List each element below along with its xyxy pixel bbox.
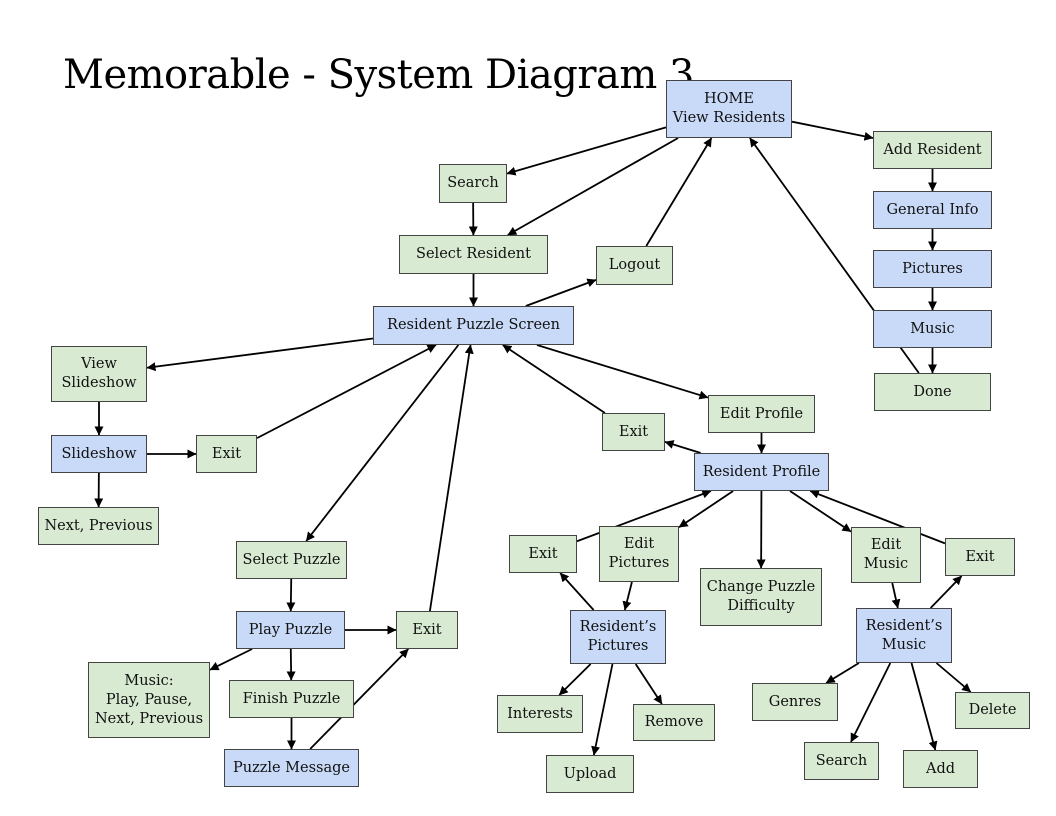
node-logout[interactable]: Logout [596, 246, 673, 285]
edge-residents-pictures-to-exit-pictures [559, 572, 595, 611]
node-finish-puzzle[interactable]: Finish Puzzle [229, 680, 354, 718]
edge-residents-music-to-genres [825, 662, 860, 684]
edge-edit-pictures-to-residents-pictures [622, 581, 633, 611]
node-search[interactable]: Search [439, 164, 507, 203]
edge-exit-profile-to-puzzle-screen [502, 344, 606, 414]
edge-home-to-add-resident [791, 120, 874, 141]
node-view-slideshow[interactable]: View Slideshow [51, 346, 147, 402]
node-resident-profile[interactable]: Resident Profile [694, 453, 829, 491]
node-exit-music[interactable]: Exit [945, 538, 1015, 576]
node-general-info[interactable]: General Info [873, 191, 992, 229]
node-search-music[interactable]: Search [804, 742, 879, 780]
node-remove[interactable]: Remove [633, 704, 715, 741]
edge-home-to-select-resident [507, 137, 679, 236]
node-delete[interactable]: Delete [955, 692, 1030, 729]
edge-home-to-search-top [506, 126, 667, 176]
edge-exit-music-to-resident-profile [809, 489, 946, 545]
node-exit-pictures[interactable]: Exit [509, 535, 577, 573]
edge-resident-profile-to-exit-profile [664, 440, 701, 454]
edge-residents-pictures-to-interests [558, 663, 592, 696]
edge-residents-music-to-exit-music [929, 575, 963, 609]
node-next-previous[interactable]: Next, Previous [38, 507, 159, 545]
edge-play-puzzle-to-music-controls [209, 648, 253, 671]
node-edit-music[interactable]: Edit Music [851, 527, 921, 583]
node-change-difficulty[interactable]: Change Puzzle Difficulty [700, 568, 822, 626]
node-music-controls[interactable]: Music: Play, Pause, Next, Previous [88, 662, 210, 738]
node-edit-profile[interactable]: Edit Profile [708, 395, 815, 433]
node-add-resident[interactable]: Add Resident [873, 131, 992, 169]
edge-residents-music-to-search-music [850, 662, 892, 743]
edge-residents-pictures-to-upload [591, 663, 614, 756]
node-add[interactable]: Add [903, 750, 978, 788]
node-pictures[interactable]: Pictures [873, 250, 992, 288]
node-slideshow[interactable]: Slideshow [51, 435, 147, 473]
node-music[interactable]: Music [873, 310, 992, 348]
node-upload[interactable]: Upload [546, 755, 634, 793]
node-edit-pictures[interactable]: Edit Pictures [599, 526, 679, 582]
node-interests[interactable]: Interests [497, 695, 583, 733]
node-done[interactable]: Done [874, 373, 991, 411]
node-play-puzzle[interactable]: Play Puzzle [236, 611, 345, 649]
edge-resident-profile-to-edit-pictures [678, 490, 734, 528]
node-resident-puzzle-screen[interactable]: Resident Puzzle Screen [373, 306, 574, 345]
node-residents-music[interactable]: Resident’s Music [856, 608, 952, 663]
edge-residents-music-to-delete [935, 662, 972, 693]
diagram-title: Memorable - System Diagram 3 [63, 52, 694, 98]
edge-edit-music-to-residents-music [891, 582, 901, 609]
edge-puzzle-message-to-exit-play [309, 648, 409, 750]
edge-puzzle-screen-to-logout [525, 278, 597, 307]
node-exit-profile[interactable]: Exit [602, 413, 665, 451]
edge-logout-to-home [645, 137, 713, 247]
edge-exit-slideshow-to-puzzle-screen [256, 344, 437, 439]
node-residents-pictures[interactable]: Resident’s Pictures [570, 610, 666, 664]
node-exit-slideshow[interactable]: Exit [196, 435, 257, 473]
edge-residents-pictures-to-remove [634, 663, 663, 705]
node-home[interactable]: HOME View Residents [666, 80, 792, 138]
edge-exit-play-to-puzzle-screen [429, 344, 474, 612]
edge-puzzle-screen-to-view-slideshow [146, 337, 374, 372]
node-genres[interactable]: Genres [752, 683, 838, 721]
node-select-resident[interactable]: Select Resident [399, 235, 548, 274]
node-exit-play[interactable]: Exit [396, 611, 458, 649]
edge-puzzle-screen-to-select-puzzle [305, 344, 460, 542]
edge-residents-music-to-add [910, 662, 938, 751]
edge-resident-profile-to-edit-music [789, 490, 852, 533]
node-puzzle-message[interactable]: Puzzle Message [224, 749, 359, 787]
edge-puzzle-screen-to-edit-profile [536, 344, 709, 400]
node-select-puzzle[interactable]: Select Puzzle [236, 541, 347, 579]
